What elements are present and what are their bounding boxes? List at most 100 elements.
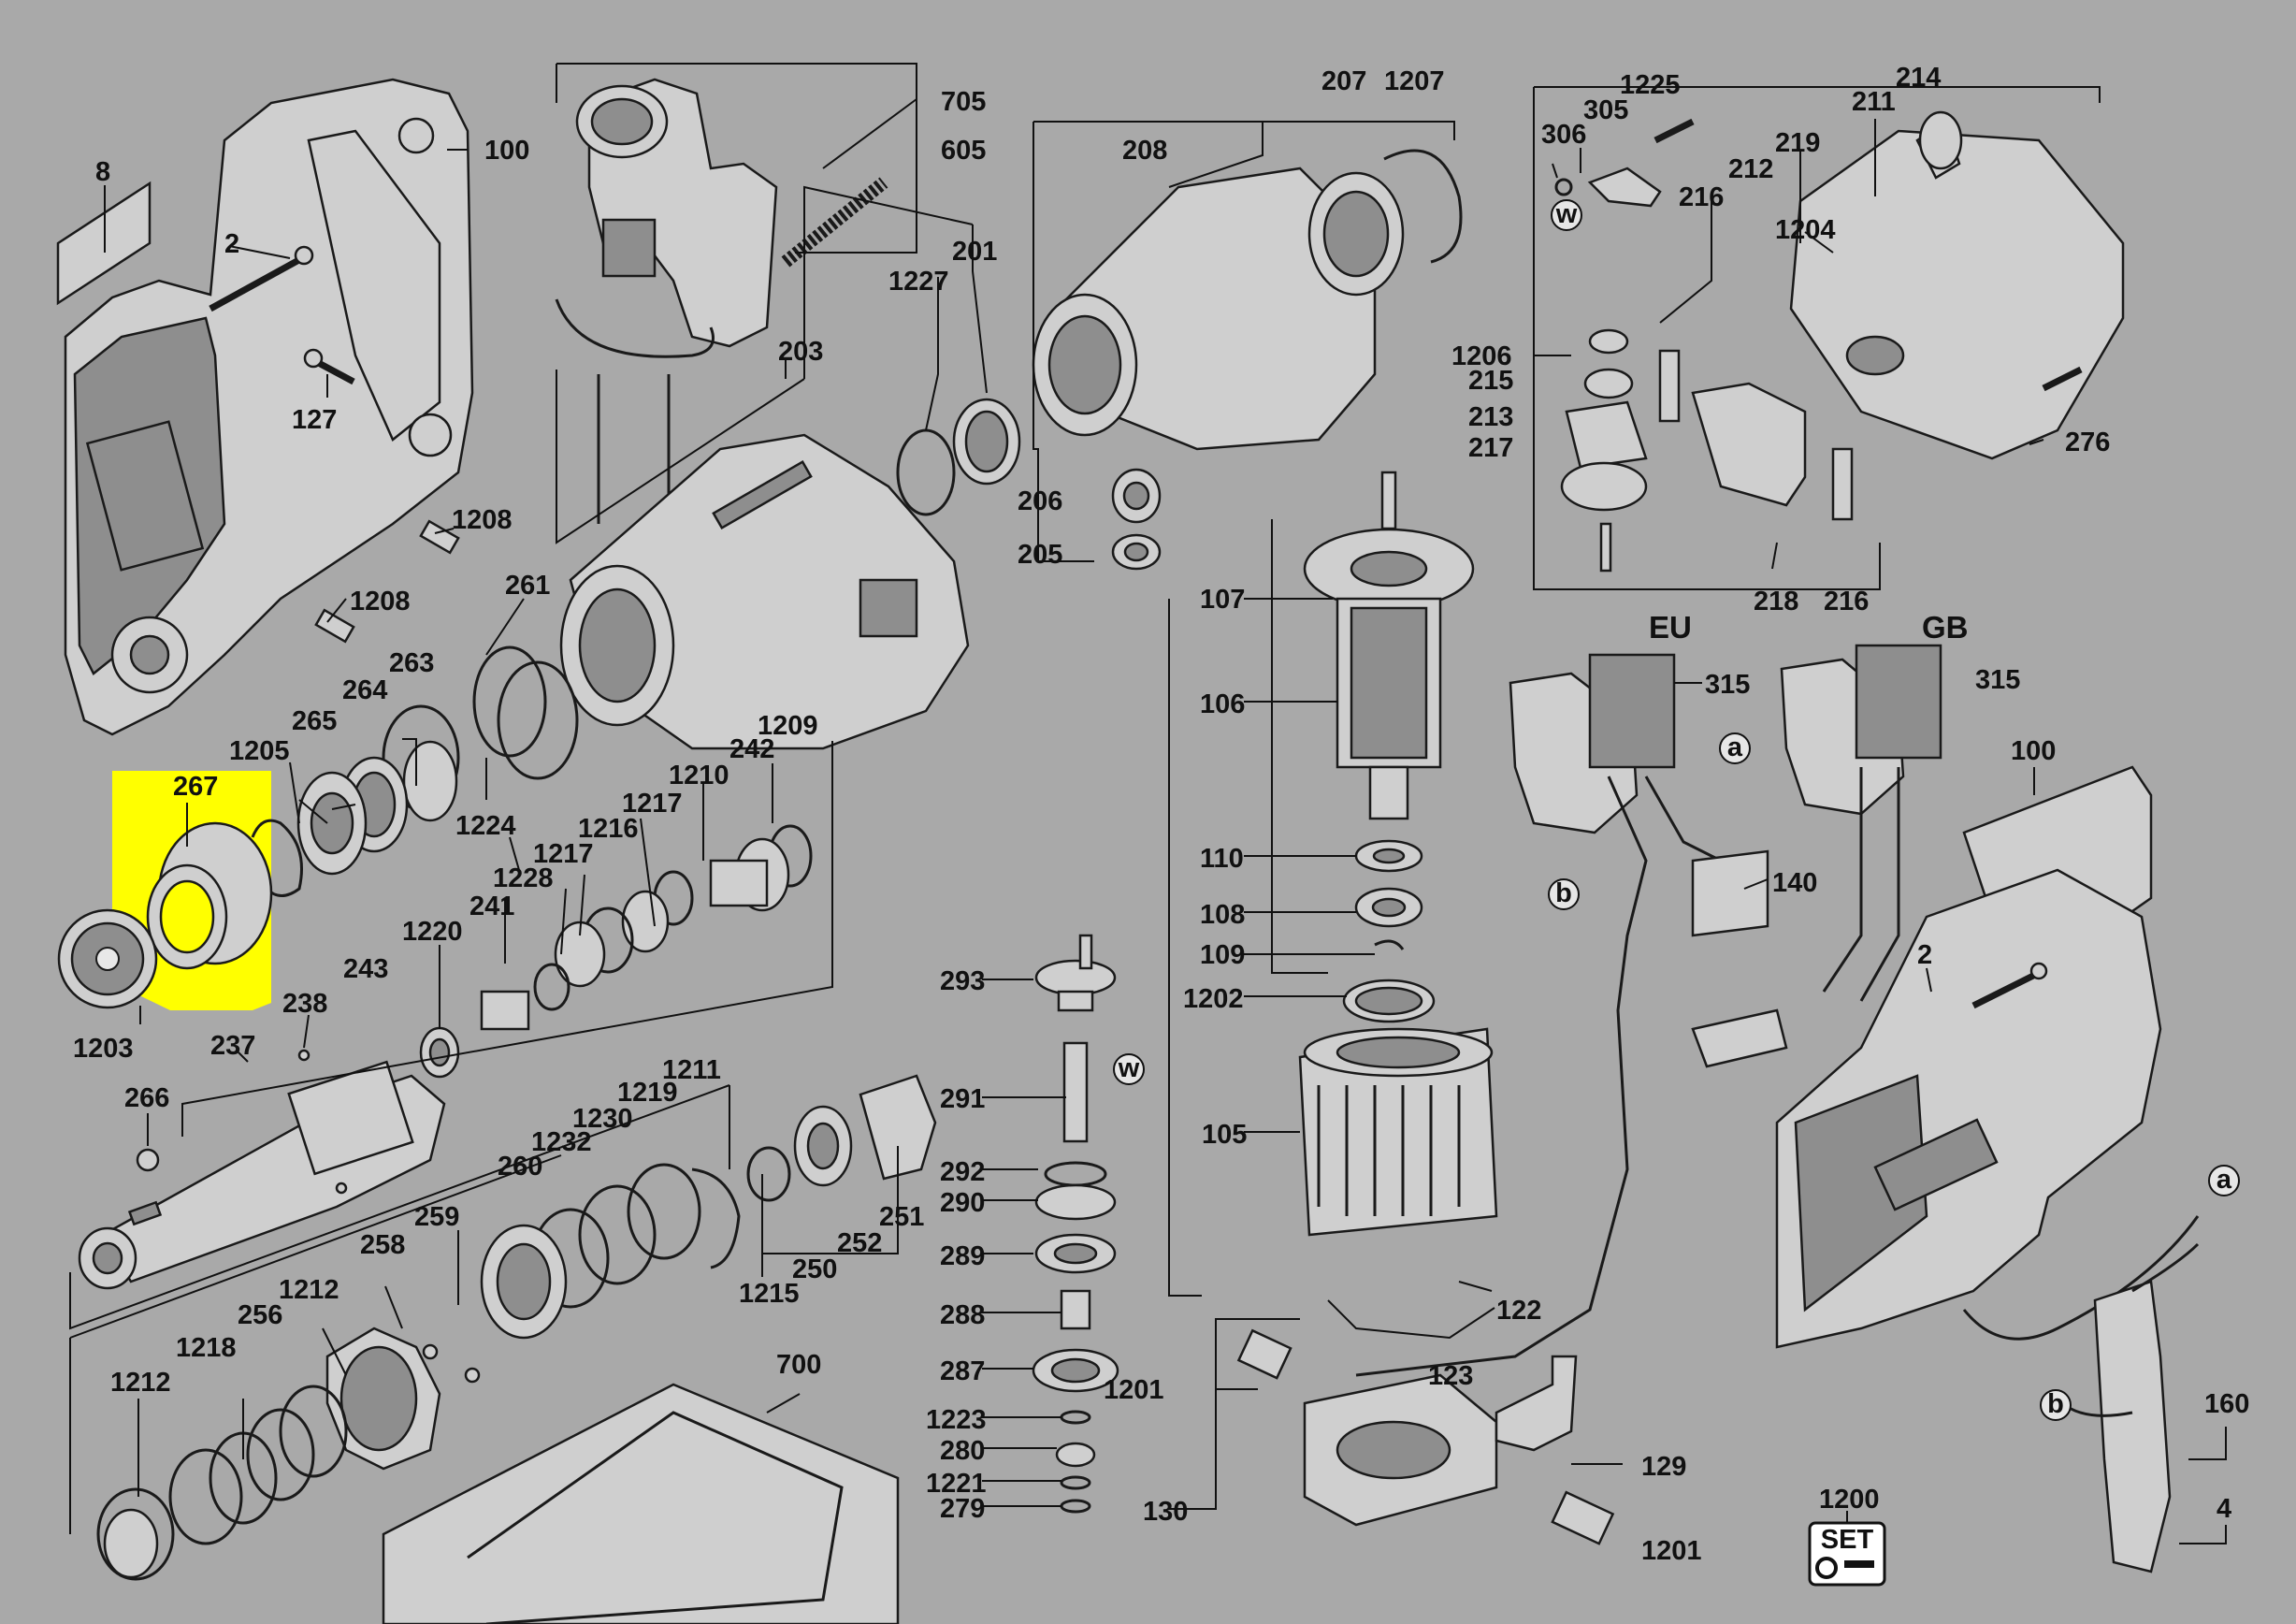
- label-1225: 1225: [1620, 70, 1681, 100]
- label-106: 106: [1200, 689, 1245, 719]
- label-1232: 1232: [531, 1127, 592, 1157]
- label-213: 213: [1468, 402, 1513, 432]
- label-288: 288: [940, 1300, 985, 1330]
- marker-a-1-text: a: [1727, 732, 1743, 762]
- label-219: 219: [1775, 128, 1820, 158]
- label-1217-a: 1217: [622, 789, 683, 819]
- label-1207: 1207: [1384, 66, 1445, 96]
- part-1203: [57, 908, 158, 1009]
- brush-holder-130: [1236, 1328, 1615, 1545]
- marker-w-1-text: w: [1555, 199, 1578, 229]
- label-1208-b: 1208: [350, 587, 411, 616]
- marker-b-1: [1548, 878, 1580, 910]
- label-258: 258: [360, 1230, 405, 1260]
- mode-selector-group: [1554, 110, 2125, 573]
- label-100-a: 100: [484, 136, 529, 166]
- label-1211: 1211: [662, 1055, 721, 1085]
- label-1218: 1218: [176, 1333, 237, 1363]
- label-287: 287: [940, 1356, 985, 1386]
- label-129: 129: [1641, 1452, 1686, 1482]
- stator-105: [1298, 1027, 1498, 1237]
- label-107: 107: [1200, 585, 1245, 615]
- label-1209: 1209: [758, 711, 818, 741]
- label-214: 214: [1896, 63, 1941, 93]
- label-gb: GB: [1922, 610, 1969, 645]
- label-1203: 1203: [73, 1034, 134, 1064]
- label-1224: 1224: [455, 811, 516, 841]
- label-208: 208: [1122, 136, 1167, 166]
- label-1202: 1202: [1183, 984, 1244, 1014]
- label-280: 280: [940, 1436, 985, 1466]
- switch-eu: [1355, 653, 1769, 1377]
- lower-ring-group: [96, 1327, 441, 1581]
- label-293: 293: [940, 966, 985, 996]
- label-1206: 1206: [1451, 341, 1512, 371]
- label-1228: 1228: [493, 863, 554, 893]
- label-242: 242: [729, 734, 774, 764]
- label-264: 264: [342, 675, 387, 705]
- label-1200: 1200: [1819, 1485, 1880, 1515]
- label-212: 212: [1728, 154, 1773, 184]
- label-251: 251: [879, 1202, 924, 1232]
- part-labels: 8 2 100 127 1208 1208 705 605 203 261 26…: [73, 63, 2249, 1566]
- marker-w-2-text: w: [1118, 1053, 1140, 1083]
- label-291: 291: [940, 1084, 985, 1114]
- spindle-237: [78, 1060, 446, 1290]
- label-265: 265: [292, 706, 337, 736]
- chuck-parts: [251, 645, 579, 897]
- label-1227: 1227: [888, 267, 949, 297]
- intermediate-flange-208: [1032, 149, 1463, 451]
- label-1205: 1205: [229, 736, 290, 766]
- label-215: 215: [1468, 366, 1513, 396]
- switch-gb: [1691, 644, 1942, 1068]
- label-1220: 1220: [402, 917, 463, 947]
- label-705: 705: [941, 87, 986, 117]
- label-292: 292: [940, 1157, 985, 1187]
- label-109: 109: [1200, 940, 1245, 970]
- label-1217-b: 1217: [533, 839, 594, 869]
- label-1230: 1230: [572, 1104, 633, 1134]
- label-263: 263: [389, 648, 434, 678]
- armature-106: [1303, 471, 1475, 820]
- label-105: 105: [1202, 1120, 1247, 1150]
- set-badge-text: SET: [1821, 1525, 1874, 1555]
- label-261: 261: [505, 571, 550, 601]
- complete-tool: [1775, 765, 2200, 1573]
- label-1212-a: 1212: [279, 1275, 339, 1305]
- label-211: 211: [1852, 87, 1896, 117]
- label-160: 160: [2204, 1389, 2249, 1419]
- label-2-a: 2: [224, 229, 239, 259]
- label-260: 260: [498, 1152, 542, 1182]
- label-305: 305: [1583, 95, 1628, 125]
- label-266: 266: [124, 1083, 169, 1113]
- label-315-gb: 315: [1975, 665, 2020, 695]
- label-256: 256: [238, 1300, 282, 1330]
- label-605: 605: [941, 136, 986, 166]
- crank-gear-column: [1032, 934, 1119, 1514]
- label-306: 306: [1541, 120, 1586, 150]
- label-203: 203: [778, 337, 823, 367]
- label-289: 289: [940, 1241, 985, 1271]
- marker-w-2: [1113, 1053, 1145, 1085]
- label-1219: 1219: [617, 1078, 678, 1108]
- label-276: 276: [2065, 428, 2110, 457]
- marker-a-2-text: a: [2217, 1165, 2232, 1195]
- depth-rod-605: [781, 177, 888, 268]
- label-237: 237: [210, 1031, 255, 1061]
- label-110: 110: [1200, 844, 1244, 874]
- carry-case-700: [382, 1383, 900, 1624]
- label-207: 207: [1321, 66, 1366, 96]
- label-eu: EU: [1649, 610, 1692, 645]
- label-259: 259: [414, 1202, 459, 1232]
- label-206: 206: [1018, 486, 1062, 516]
- label-290: 290: [940, 1188, 985, 1218]
- label-122: 122: [1496, 1296, 1541, 1326]
- ring-1227: [896, 428, 956, 516]
- label-1208-a: 1208: [452, 505, 513, 535]
- label-241: 241: [469, 892, 514, 921]
- label-1223: 1223: [926, 1405, 987, 1435]
- spindle-group: [419, 824, 813, 1079]
- marker-b-2: [2040, 1389, 2072, 1421]
- label-8: 8: [95, 157, 110, 187]
